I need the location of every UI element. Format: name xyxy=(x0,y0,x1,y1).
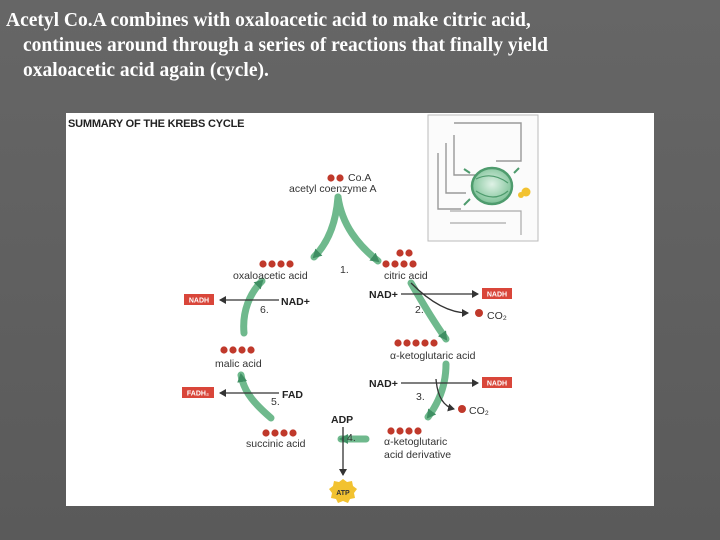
co2-label: CO₂ xyxy=(469,405,489,417)
svg-text:α-ketoglutaric acid: α-ketoglutaric acid xyxy=(390,350,476,362)
slide-title: Acetyl Co.A combines with oxaloacetic ac… xyxy=(6,8,706,83)
atp-burst-icon xyxy=(329,479,357,503)
compound-malic: malic acid xyxy=(215,346,262,370)
nad-plus-label: NAD+ xyxy=(281,296,310,308)
step-1: 1. xyxy=(340,264,349,276)
cell-inset xyxy=(427,114,539,242)
side-reaction-step-6: NAD+ NADH xyxy=(184,294,310,308)
compound-oxaloacetic: oxaloacetic acid xyxy=(233,260,308,282)
arrow-step-5 xyxy=(237,371,275,422)
coa-label: Co.A xyxy=(348,172,371,184)
co2-label: CO₂ xyxy=(487,310,507,322)
acetyl-coa: Co.A acetyl coenzyme A xyxy=(289,172,377,195)
title-line-3: oxaloacetic acid again (cycle). xyxy=(23,60,269,81)
step-3: 3. xyxy=(416,391,425,403)
side-reaction-step-3: NAD+ NADH CO₂ xyxy=(369,377,512,417)
figure-title: SUMMARY OF THE KREBS CYCLE xyxy=(68,118,245,130)
compound-succinic: succinic acid xyxy=(246,429,306,450)
step-2: 2. xyxy=(415,304,424,316)
nadh-badge xyxy=(482,288,512,299)
side-reaction-step-4: ADP ATP xyxy=(329,414,357,503)
fadh2-label: FADH₂ xyxy=(187,391,209,398)
atp-label: ATP xyxy=(336,490,350,497)
fad-label: FAD xyxy=(282,389,303,401)
svg-text:malic acid: malic acid xyxy=(215,358,262,370)
arrow-into-citric xyxy=(334,193,382,265)
side-reaction-step-2: NAD+ NADH CO₂ xyxy=(369,282,512,322)
acetyl-coa-label: acetyl coenzyme A xyxy=(289,183,377,195)
svg-text:oxaloacetic acid: oxaloacetic acid xyxy=(233,270,308,282)
krebs-cycle-figure: SUMMARY OF THE KREBS CYCLE xyxy=(66,113,654,506)
compound-alpha-ketoglutaric: α-ketoglutaric acid xyxy=(390,339,476,362)
step-6: 6. xyxy=(260,304,269,316)
title-line-1: Acetyl Co.A combines with oxaloacetic ac… xyxy=(6,10,531,31)
svg-text:succinic acid: succinic acid xyxy=(246,438,306,450)
carbon-atom xyxy=(458,405,466,413)
compound-citric: citric acid xyxy=(382,249,428,282)
step-5: 5. xyxy=(271,396,280,408)
nad-plus-label: NAD+ xyxy=(369,378,398,390)
title-line-2: continues around through a series of rea… xyxy=(23,35,548,56)
nadh-label: NADH xyxy=(189,298,209,305)
nad-plus-label: NAD+ xyxy=(369,289,398,301)
step-4: 4. xyxy=(347,432,356,444)
arrow-step-3 xyxy=(424,360,450,421)
side-reaction-step-5: FAD FADH₂ xyxy=(182,387,303,401)
arrow-step-2 xyxy=(407,279,450,343)
svg-text:citric acid: citric acid xyxy=(384,270,428,282)
nadh-badge xyxy=(482,377,512,388)
carbon-atom xyxy=(475,309,483,317)
arrow-step-6 xyxy=(240,277,266,337)
fadh2-badge xyxy=(182,387,214,398)
cycle-arrows xyxy=(237,193,450,444)
svg-text:acid derivative: acid derivative xyxy=(384,449,451,461)
nadh-badge xyxy=(184,294,214,305)
compound-alpha-ketoglutaric-derivative: α-ketoglutaric acid derivative xyxy=(384,427,451,461)
svg-text:α-ketoglutaric: α-ketoglutaric xyxy=(384,436,447,448)
nadh-label: NADH xyxy=(487,381,507,388)
arrow-into-oxaloacetic xyxy=(310,193,342,261)
adp-label: ADP xyxy=(331,414,353,426)
nadh-label: NADH xyxy=(487,292,507,299)
krebs-diagram: Co.A acetyl coenzyme A oxaloacetic acid … xyxy=(182,114,539,503)
